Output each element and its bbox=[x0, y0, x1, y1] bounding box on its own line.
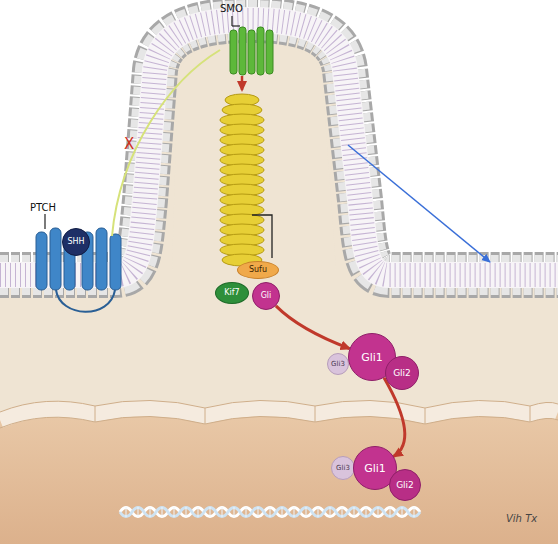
gli3-protein: Gli3 bbox=[327, 353, 349, 375]
signature: Vih Tx bbox=[506, 514, 537, 524]
protein-name: Gli3 bbox=[331, 361, 345, 368]
shh-ligand: SHH bbox=[62, 228, 90, 256]
signal-arrow bbox=[276, 306, 350, 349]
protein-name: Gli bbox=[261, 292, 272, 300]
protein-name: SHH bbox=[67, 238, 84, 246]
protein-name: Kif7 bbox=[224, 289, 239, 297]
protein-name: Gli1 bbox=[361, 352, 383, 363]
sufu-protein: Sufu bbox=[237, 261, 279, 279]
protein-name: Gli3 bbox=[336, 465, 350, 472]
protein-label: PTCH bbox=[30, 203, 56, 213]
gli2-protein: Gli2 bbox=[389, 469, 421, 501]
protein-name: Gli2 bbox=[396, 481, 414, 490]
protein-name: Gli1 bbox=[364, 463, 386, 474]
gli2-protein: Gli2 bbox=[385, 356, 419, 390]
gli3-protein: Gli3 bbox=[331, 456, 355, 480]
protein-name: Gli2 bbox=[393, 369, 411, 378]
kif7-protein: Kif7 bbox=[215, 282, 249, 304]
gli-protein: Gli bbox=[252, 282, 280, 310]
protein-name: Sufu bbox=[249, 266, 267, 274]
inhibition-mark: X bbox=[124, 137, 134, 152]
protein-label: SMO bbox=[220, 4, 243, 14]
